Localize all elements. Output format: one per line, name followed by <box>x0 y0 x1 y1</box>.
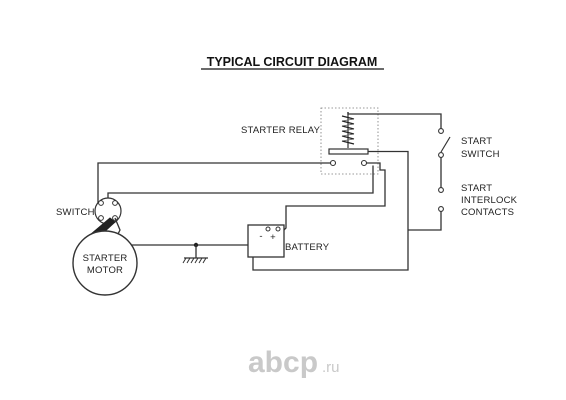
watermark-logo: abcp .ru <box>248 346 340 379</box>
interlock-label-1: START <box>461 183 492 194</box>
start-switch <box>438 128 451 158</box>
watermark-suffix: .ru <box>322 359 340 376</box>
starter-motor-label-1: STARTER <box>83 253 128 264</box>
interlock-label-2: INTERLOCK <box>461 195 518 206</box>
starter-motor-label-2: MOTOR <box>87 265 123 276</box>
starter-relay-box <box>320 107 379 175</box>
starter-motor <box>72 230 138 296</box>
relay-contact-bar <box>328 148 369 155</box>
watermark-main: abcp <box>248 346 318 379</box>
relay-contact-right-icon <box>360 159 368 167</box>
relay-contact-left-icon <box>329 159 337 167</box>
switch-label: SWITCH <box>56 207 95 218</box>
interlock-contacts <box>438 187 444 212</box>
battery-terminal-icon <box>265 226 271 232</box>
interlock-label-3: CONTACTS <box>461 207 514 218</box>
ground-icon <box>182 257 208 264</box>
starter-relay-label: STARTER RELAY <box>241 125 321 136</box>
diagram-title: TYPICAL CIRCUIT DIAGRAM <box>207 55 378 69</box>
battery-plus-sign: + <box>270 232 276 243</box>
battery-terminal-icon <box>275 226 281 232</box>
battery-minus-sign: - <box>259 231 262 242</box>
relay-coil <box>341 112 355 148</box>
start-switch-label-2: SWITCH <box>461 149 500 160</box>
wiring <box>97 112 442 271</box>
start-switch-label-1: START <box>461 136 492 147</box>
battery-label: BATTERY <box>285 242 330 253</box>
